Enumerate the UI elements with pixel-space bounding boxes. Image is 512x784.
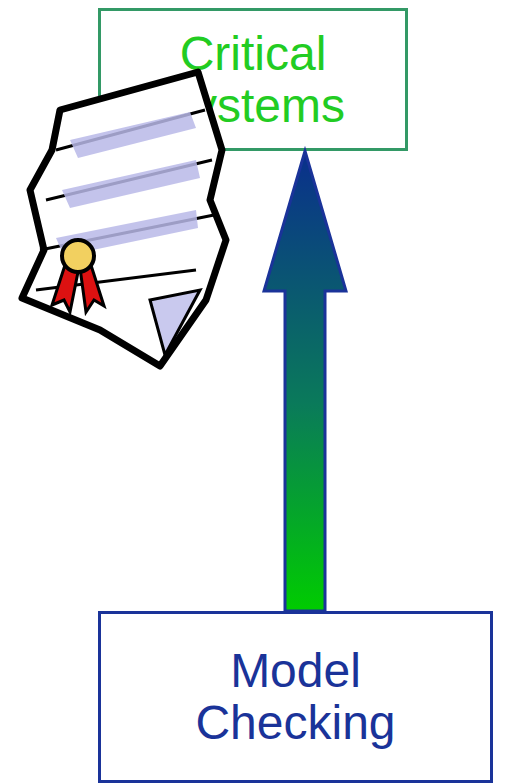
scroll-body: [22, 72, 226, 366]
certificate-clipart: [22, 72, 226, 366]
node-label: Critical Systems: [121, 28, 385, 132]
scroll-shading: [56, 112, 200, 256]
ribbon: [52, 262, 78, 312]
scroll-curl: [150, 290, 200, 355]
seal: [62, 240, 94, 272]
node-label: Model Checking: [161, 645, 430, 749]
ribbon: [80, 262, 104, 312]
flow-arrow: [264, 151, 346, 611]
technique-box: Model Checking: [98, 611, 493, 783]
target-box: Critical Systems: [98, 8, 408, 151]
scroll-folds: [36, 110, 214, 290]
edge-layer: [264, 151, 346, 611]
